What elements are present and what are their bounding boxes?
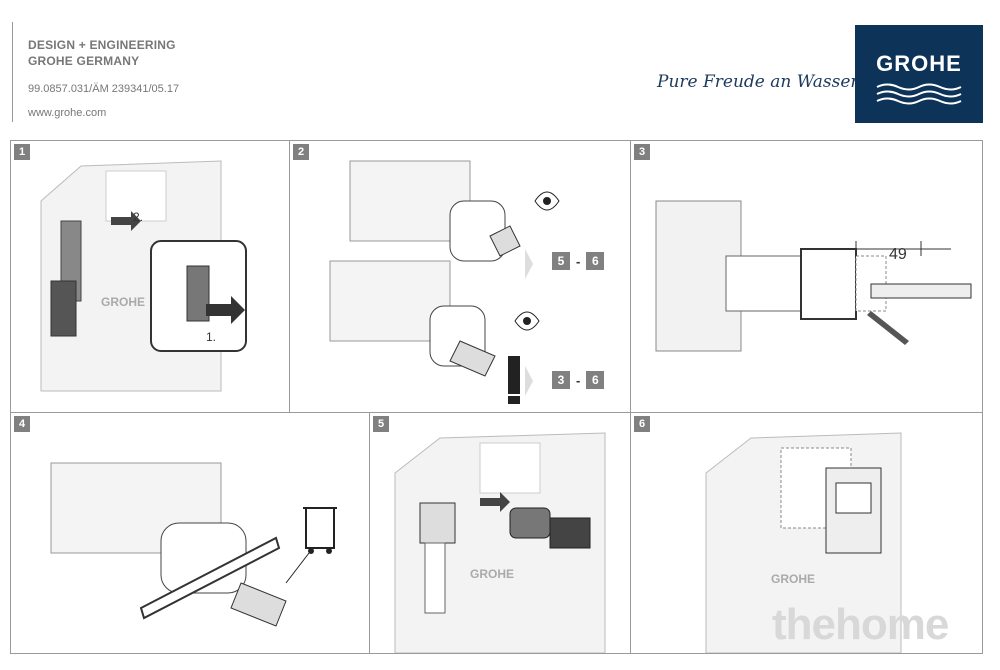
svg-text:2.: 2. xyxy=(133,210,143,224)
document-code: 99.0857.031/ÄM 239341/05.17 xyxy=(28,83,180,95)
watermark: thehome xyxy=(772,600,949,649)
step-panel-4: 4 xyxy=(10,412,370,654)
ref-from: 3 xyxy=(552,371,570,389)
svg-text:49: 49 xyxy=(889,246,907,263)
svg-text:1.: 1. xyxy=(206,330,216,344)
step-panel-5: 5 GROHE xyxy=(369,412,631,654)
step-reference: 3 - 6 xyxy=(552,371,605,389)
step-number: 1 xyxy=(14,144,30,160)
pencil-icon xyxy=(867,311,909,345)
cut-tube-illustration xyxy=(50,462,337,627)
svg-text:GROHE: GROHE xyxy=(101,295,145,309)
header-line1: DESIGN + ENGINEERING xyxy=(28,38,176,52)
step-reference: 5 - 6 xyxy=(552,252,605,270)
step-number: 6 xyxy=(634,416,650,432)
svg-text:GROHE: GROHE xyxy=(470,567,514,581)
step-number: 2 xyxy=(293,144,309,160)
install-illustration: GROHE xyxy=(394,432,606,653)
grohe-logo: GROHE xyxy=(855,25,983,123)
step-panel-2: 2 5 - 6 3 - 6 xyxy=(289,140,631,413)
ref-to: 6 xyxy=(586,371,605,389)
step-number: 5 xyxy=(373,416,389,432)
header-line2: GROHE GERMANY xyxy=(28,54,140,68)
arrow-icon xyxy=(111,211,141,231)
step-number: 4 xyxy=(14,416,30,432)
brand-tagline: Pure Freude an Wasser xyxy=(657,72,859,92)
ref-to: 6 xyxy=(586,252,605,270)
header-divider xyxy=(12,22,13,122)
step-number: 3 xyxy=(634,144,650,160)
svg-text:GROHE: GROHE xyxy=(771,572,815,586)
website-link[interactable]: www.grohe.com xyxy=(28,107,107,119)
step-panel-1: 1 2. 1. GROHE xyxy=(10,140,290,413)
logo-text: GROHE xyxy=(876,51,962,76)
warning-icon xyxy=(508,356,520,394)
ruler-icon xyxy=(870,283,972,299)
cistern-illustration: 2. 1. GROHE xyxy=(40,160,247,392)
fill-valve-illustration xyxy=(329,160,560,404)
step-panel-3: 3 49 xyxy=(630,140,983,413)
eye-icon xyxy=(514,311,540,331)
measure-illustration: 49 xyxy=(655,200,972,352)
ref-from: 5 xyxy=(552,252,570,270)
eye-icon xyxy=(534,191,560,211)
cover-illustration: GROHE xyxy=(705,432,902,653)
arrow-icon xyxy=(480,492,510,512)
logo-waves-icon xyxy=(876,83,962,105)
ref-sep: - xyxy=(576,253,581,269)
step-panel-6: 6 GROHE xyxy=(630,412,983,654)
trash-bin-icon xyxy=(303,507,337,554)
ref-sep: - xyxy=(576,372,581,388)
